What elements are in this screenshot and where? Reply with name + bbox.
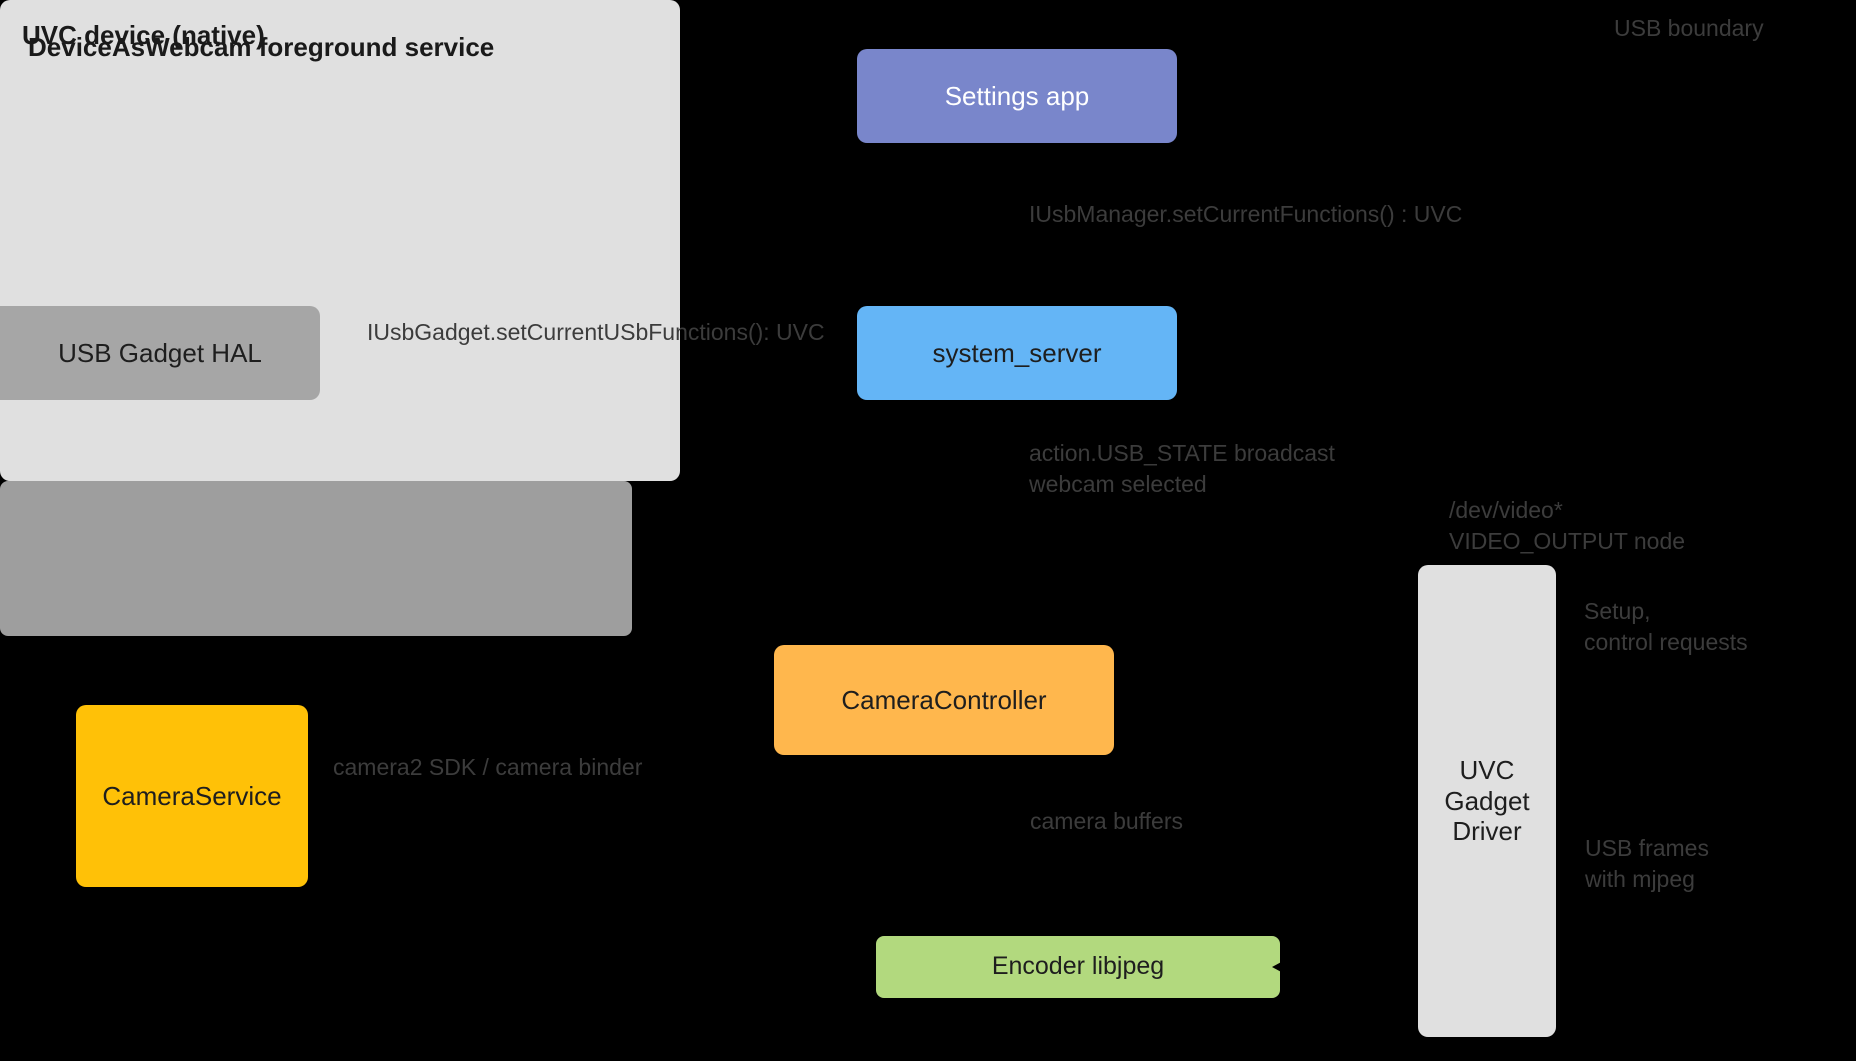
label-iusbmanager-setcurrentfunctions: IUsbManager.setCurrentFunctions() : UVC [1029,201,1463,227]
label-iusbgadget-setcurrentusbfunctions: IUsbGadget.setCurrentUSbFunctions(): UVC [367,319,825,345]
node-uvc-gadget-driver[interactable]: UVC Gadget Driver [1418,565,1556,1037]
label-setup-control-requests: Setup, control requests [1584,598,1748,656]
node-encoder-libjpeg[interactable]: Encoder libjpeg [876,936,1280,998]
label-usb-frames-with-mjpeg: USB frames with mjpeg [1585,835,1709,893]
label-usb-state-broadcast: action.USB_STATE broadcast webcam select… [1029,440,1335,498]
camera-buffers-arrow-shaft [1014,779,1018,936]
group-uvc-device-native: UVC device (native) [0,20,632,636]
group-deviceaswebcam-foreground-service: DeviceAsWebcam foreground service [0,0,680,481]
group-title-uvc-device-native: UVC device (native) [22,20,265,50]
node-usb-gadget-hal[interactable]: USB Gadget HAL [0,306,320,400]
usb-frames-arrow-shaft [1296,965,1361,969]
label-dev-video-node: /dev/video* VIDEO_OUTPUT node [1449,497,1686,555]
node-camera-service[interactable]: CameraService [76,705,308,887]
group-title-deviceaswebcam: DeviceAsWebcam foreground service [28,32,495,62]
label-camera2-sdk-binder: camera2 SDK / camera binder [333,754,643,780]
camera-buffers-arrowhead-down [1001,912,1031,936]
node-settings-app[interactable]: Settings app [857,49,1177,143]
label-camera-buffers: camera buffers [1030,808,1183,834]
node-camera-controller[interactable]: CameraController [774,645,1114,755]
label-usb-boundary: USB boundary [1614,15,1764,41]
usb-frames-arrowhead-left [1272,953,1298,981]
camera-buffers-arrowhead-up [1001,765,1031,789]
node-system-server[interactable]: system_server [857,306,1177,400]
